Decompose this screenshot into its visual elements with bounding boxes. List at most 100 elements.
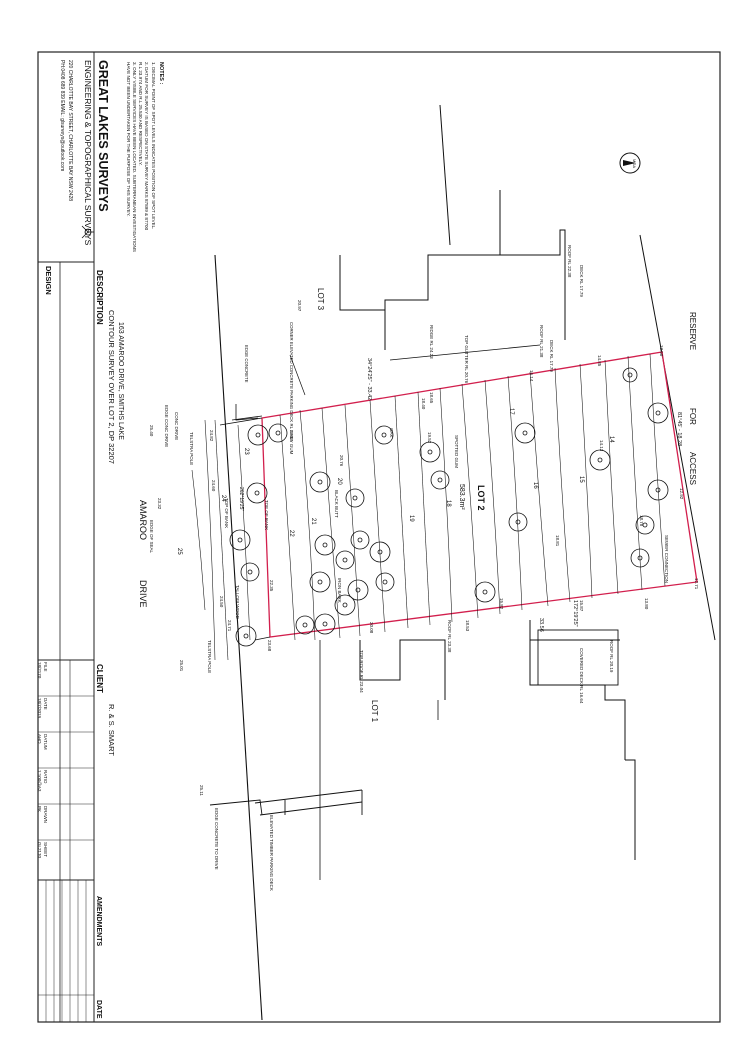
annot-top-bank: TOP OF BANK xyxy=(224,498,229,528)
tree-icon xyxy=(375,572,395,592)
meta-value-datum: AHD xyxy=(37,734,42,744)
spot-1865: 18.65 xyxy=(429,392,434,404)
spot-1587: 15.87 xyxy=(579,600,584,612)
design-heading: DESIGN xyxy=(44,266,53,295)
tree-icon xyxy=(246,482,268,504)
lot-2-label: LOT 2 xyxy=(476,485,486,511)
tree-icon xyxy=(630,548,650,568)
annot-edge-conc-drive: EDGE CONC DRIVE xyxy=(164,405,169,447)
annot-conc-drive: CONC DRIVE xyxy=(174,412,179,440)
annot-edge-concrete-2: EDGE CONCRETE xyxy=(244,345,249,383)
annot-telstra-pole: TELSTRA POLE xyxy=(189,432,194,465)
lot-1-label: LOT 1 xyxy=(370,700,379,723)
spot-1485: 14.85 xyxy=(597,355,602,367)
spot-1853: 18.53 xyxy=(465,620,470,632)
client-block: CLIENT R. & S. SMART xyxy=(95,664,116,756)
contour-15: 15 xyxy=(578,476,584,483)
spot-2076: 20.76 xyxy=(339,455,344,467)
tree-icon xyxy=(514,422,536,444)
tree-label-grey-gum: GREY GUM xyxy=(289,430,294,455)
tree-icon xyxy=(474,581,496,603)
contour-14: 14 xyxy=(608,436,614,443)
spot-1840: 18.40 xyxy=(421,398,426,410)
tree-label-black-butt: BLACK BUTT xyxy=(334,490,339,518)
client-heading: CLIENT xyxy=(95,664,104,693)
annot-edge-concrete: EDGE CONCRETE TO DRIVE xyxy=(214,808,219,870)
tree-icon xyxy=(235,625,257,647)
note-2: 2. DATUM FOR SURVEY IS BASED ON STATE SU… xyxy=(144,62,149,231)
bearing-frontage: 262°19'25" xyxy=(238,487,244,511)
annot-deck-rl: DECK RL 17.79 xyxy=(579,265,584,297)
bearing-reserve: 81°45' - 18.28 xyxy=(676,412,682,446)
company-logo-icon xyxy=(81,225,94,239)
spot-2235: 22.35 xyxy=(269,580,274,592)
tree-icon xyxy=(647,402,669,424)
contour-22: 22 xyxy=(288,530,294,537)
note-2b: R.L 23.974 AND R.L 25.530 AND RESPECTIVE… xyxy=(138,62,143,166)
tree-label-spotted-gum: SPOTTED GUM xyxy=(454,435,459,468)
note-3: 3. ONLY VISIBLE SERVICES HAVE BEEN LOCAT… xyxy=(132,62,137,252)
bearing-lot3: 34°24'25" - 33.42 xyxy=(366,358,372,400)
annot-top-gutter: TOP GUTTER RL 20.76 xyxy=(464,335,469,384)
meta-label-drawn: DRAWN xyxy=(43,806,48,823)
spot-2471: 24.71 xyxy=(227,620,232,632)
spot-2482: 24.82 xyxy=(209,430,214,442)
lot-2-area: 583.3m² xyxy=(458,484,465,510)
annot-top-roof: TOP ROOF RL 23.04 xyxy=(359,650,364,693)
annot-telstra-pole-2: TELSTRA POLE xyxy=(207,640,212,673)
tree-icon xyxy=(314,613,336,635)
road-label-amaroo: AMAROO xyxy=(138,500,148,540)
reserve-label: RESERVE xyxy=(688,312,697,350)
tree-icon xyxy=(345,488,365,508)
tree-icon xyxy=(430,470,450,490)
tree-icon xyxy=(622,367,638,383)
annot-roof-rl: ROOF RL 22.38 xyxy=(567,245,572,278)
meta-label-ratio: RATIO xyxy=(43,770,48,784)
contour-lines xyxy=(191,353,666,661)
contour-19: 19 xyxy=(408,515,414,522)
spot-1413: 14.13 xyxy=(599,440,604,452)
meta-table xyxy=(38,660,94,880)
tree-icon xyxy=(247,424,269,446)
title-block-text: GREAT LAKES SURVEYS ENGINEERING & TOPOGR… xyxy=(59,60,110,246)
company-name: GREAT LAKES SURVEYS xyxy=(96,60,110,212)
tree-icon xyxy=(647,479,669,501)
spot-2097: 20.97 xyxy=(297,300,302,312)
contour-21: 21 xyxy=(310,518,316,525)
tree-icon xyxy=(419,441,441,463)
meta-value-drawn: PK xyxy=(37,806,42,812)
bearing-lot1: 172°19'25" xyxy=(572,600,578,627)
description-block: DESCRIPTION CONTOUR SURVEY OVER LOT 2, D… xyxy=(95,270,124,464)
for-label: FOR xyxy=(688,408,697,425)
meta-label-datum: DATUM xyxy=(43,734,48,750)
tree-icon xyxy=(314,534,336,556)
tree-icon xyxy=(335,550,355,570)
note-1: 1. DECIMAL POINT OF SPOT LEVELS INDICATE… xyxy=(151,62,156,229)
contour-25: 25 xyxy=(176,548,182,555)
contour-17: 17 xyxy=(508,408,514,415)
meta-label-date: DATE xyxy=(43,698,48,710)
spot-2540: 25.40 xyxy=(149,425,154,437)
spot-1952: 19.52 xyxy=(427,432,432,444)
annot-sewer: SEWER CONNECTION xyxy=(664,535,669,583)
tree-icon xyxy=(309,471,331,493)
tree-icon xyxy=(309,571,331,593)
distance-lot1: 33.56 xyxy=(538,618,544,632)
note-3b: HAVE NOT BEEN UNDERTAKEN FOR THE PURPOSE… xyxy=(126,62,131,217)
tree-icon xyxy=(334,594,356,616)
spot-1878: 18.78 xyxy=(639,515,644,527)
tree-icon xyxy=(347,579,369,601)
tree-icon xyxy=(240,562,260,582)
tree-label-tallow-wood: TALLOW WOOD xyxy=(235,585,240,620)
spot-2332: 23.32 xyxy=(157,498,162,510)
contour-20: 20 xyxy=(336,478,342,485)
sheet-border xyxy=(37,51,721,1023)
spot-2460: 24.60 xyxy=(211,480,216,492)
lot-2-boundary xyxy=(261,351,698,638)
annot-toe-bank: TOE OF BANK xyxy=(264,500,269,530)
annot-deck-rl-2: DECK RL 17.79 xyxy=(549,340,554,372)
tree-label-iron-bark: IRON BARK xyxy=(337,578,342,603)
annot-elevated-deck: ELEVATED TIMBER PARKING DECK xyxy=(269,815,274,891)
